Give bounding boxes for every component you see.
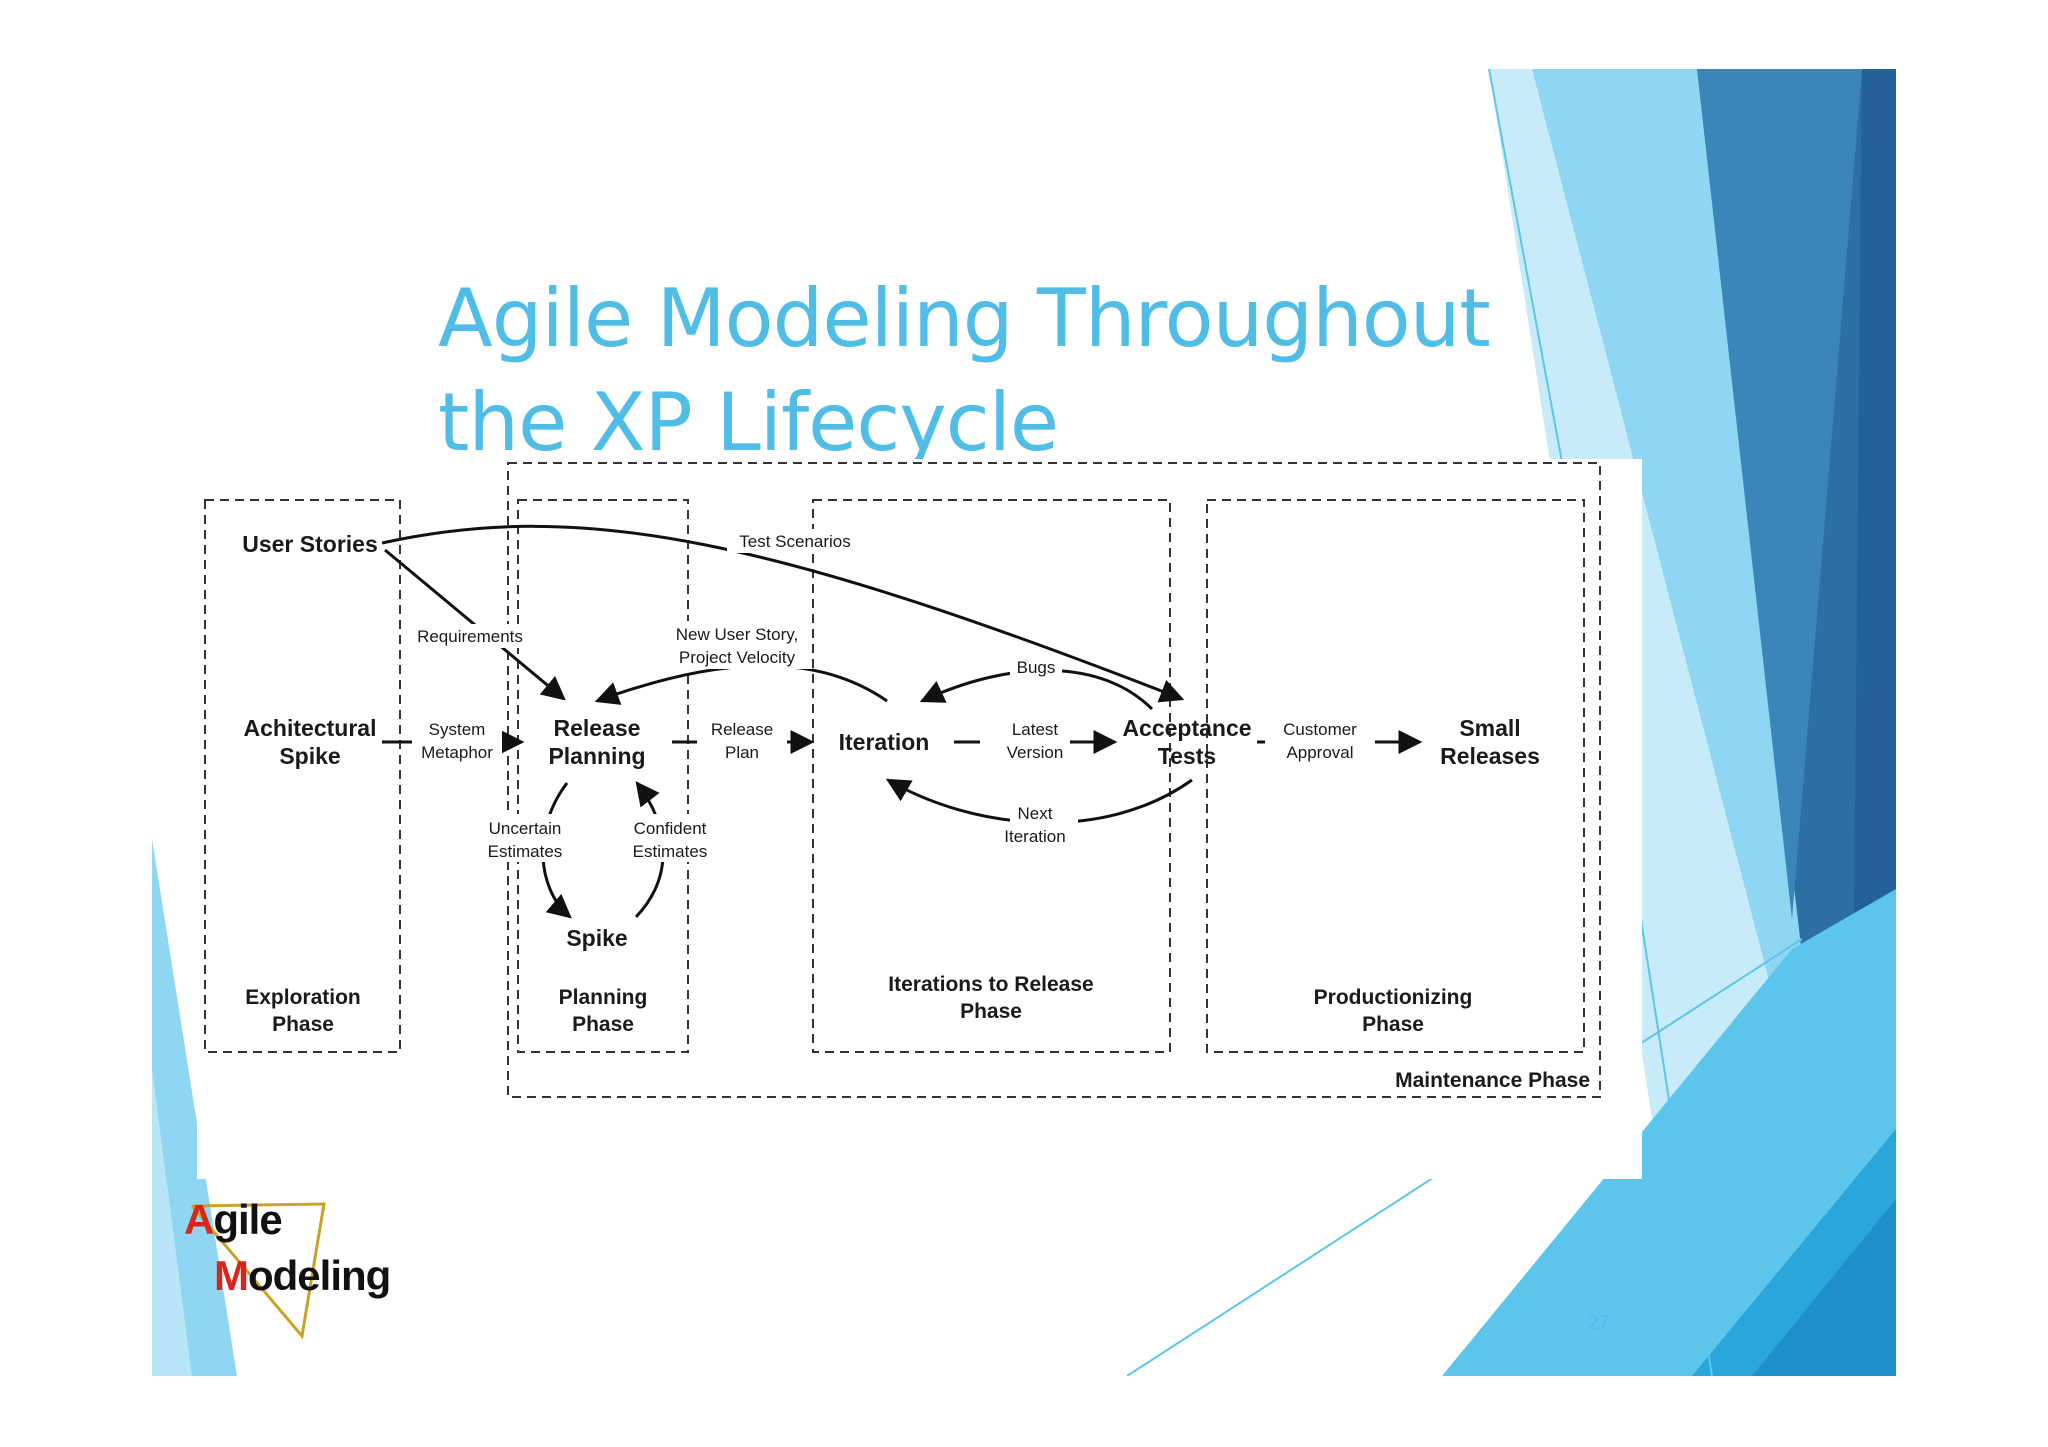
- edge-latest-version-line2: Version: [1007, 743, 1064, 762]
- edge-next-iteration-line2: Iteration: [1004, 827, 1065, 846]
- edge-confident-estimates-line2: Estimates: [633, 842, 708, 861]
- agile-modeling-logo: Agile Modeling: [182, 1196, 402, 1346]
- edge-requirements: Requirements: [417, 627, 523, 646]
- slide: Agile Modeling Throughout the XP Lifecyc…: [152, 69, 1896, 1376]
- edge-system-metaphor-line2: Metaphor: [421, 743, 493, 762]
- diagram-background: [197, 459, 1642, 1179]
- node-user-stories: User Stories: [242, 531, 378, 557]
- node-small-releases-line2: Releases: [1440, 743, 1540, 769]
- phase-iterations-line1: Iterations to Release: [888, 973, 1093, 996]
- phase-exploration-line1: Exploration: [245, 986, 361, 1009]
- node-spike: Spike: [566, 925, 627, 951]
- node-release-planning-line2: Planning: [548, 743, 645, 769]
- edge-release-plan-line2: Plan: [725, 743, 759, 762]
- phase-planning-line2: Phase: [572, 1013, 634, 1036]
- edge-system-metaphor-line1: System: [429, 720, 486, 739]
- maintenance-phase-box: [507, 462, 1601, 1098]
- slide-title-line-2: the XP Lifecycle: [438, 376, 1059, 469]
- phase-exploration-line2: Phase: [272, 1013, 334, 1036]
- node-architectural-spike-line2: Spike: [279, 743, 340, 769]
- edge-customer-approval-line1: Customer: [1283, 720, 1357, 739]
- logo-word-modeling-rest: odeling: [248, 1252, 391, 1299]
- slide-title: Agile Modeling Throughout the XP Lifecyc…: [438, 267, 1638, 475]
- edge-uncertain-estimates-line2: Estimates: [488, 842, 563, 861]
- logo-word-agile-rest: gile: [213, 1196, 282, 1243]
- bg-shape-mid-band: [1697, 69, 1862, 919]
- phase-maintenance: Maintenance Phase: [1395, 1069, 1590, 1092]
- node-small-releases-line1: Small: [1459, 715, 1520, 741]
- node-acceptance-tests-line2: Tests: [1158, 743, 1216, 769]
- edge-release-plan-line1: Release: [711, 720, 773, 739]
- logo-word-agile: Agile: [184, 1196, 283, 1244]
- exploration-phase-box: [204, 499, 401, 1053]
- edge-test-scenarios: Test Scenarios: [739, 532, 851, 551]
- page-number: 27: [1588, 1313, 1610, 1334]
- logo-word-modeling: Modeling: [214, 1252, 391, 1300]
- node-architectural-spike-line1: Achitectural: [244, 715, 377, 741]
- edge-customer-approval-line2: Approval: [1286, 743, 1353, 762]
- node-release-planning-line1: Release: [554, 715, 641, 741]
- edge-new-user-story-line2: Project Velocity: [679, 648, 796, 667]
- test-scenarios-arrow: [381, 524, 1185, 703]
- slide-title-line-1: Agile Modeling Throughout: [438, 272, 1491, 365]
- bg-shape-bottom-light: [1442, 889, 1896, 1376]
- bg-shape-left-pale: [152, 1069, 192, 1376]
- xp-lifecycle-diagram: User Stories Achitectural Spike Release …: [197, 459, 1642, 1179]
- logo-letter-m: M: [214, 1252, 249, 1299]
- background-shapes: [152, 69, 1896, 1376]
- iterations-phase-box: [812, 499, 1171, 1053]
- productionizing-phase-box: [1206, 499, 1585, 1053]
- edge-bugs: Bugs: [1017, 658, 1056, 677]
- edge-confident-estimates-line1: Confident: [634, 819, 707, 838]
- edge-uncertain-estimates-line1: Uncertain: [489, 819, 562, 838]
- phase-productionizing-line2: Phase: [1362, 1013, 1424, 1036]
- edge-new-user-story-line1: New User Story,: [676, 625, 799, 644]
- bg-shape-bottom-deep: [1752, 1199, 1896, 1376]
- phase-planning-line1: Planning: [559, 986, 648, 1009]
- edge-latest-version-line1: Latest: [1012, 720, 1059, 739]
- node-iteration: Iteration: [839, 729, 930, 755]
- logo-letter-a: A: [184, 1196, 214, 1243]
- phase-productionizing-line1: Productionizing: [1314, 986, 1473, 1009]
- phase-iterations-line2: Phase: [960, 1000, 1022, 1023]
- logo-triangle-icon: [190, 1202, 326, 1340]
- edge-next-iteration-line1: Next: [1018, 804, 1053, 823]
- bg-thin-line-1: [1488, 69, 1563, 463]
- node-acceptance-tests-line1: Acceptance: [1122, 715, 1251, 741]
